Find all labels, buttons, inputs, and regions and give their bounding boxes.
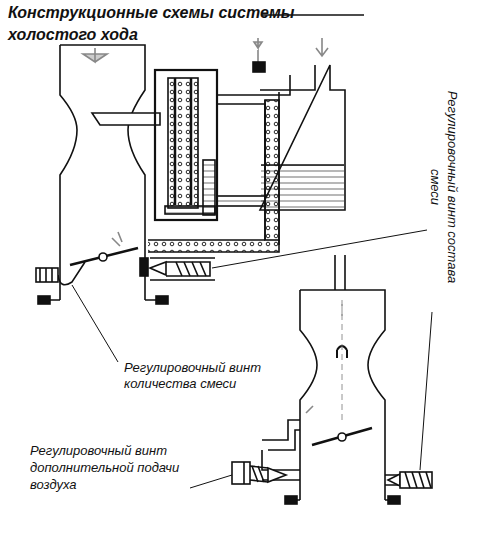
- screw-label: Регулировочный винт состава смеси: [427, 87, 461, 287]
- screw-label: Регулировочный винт количества смеси: [124, 360, 289, 392]
- screw-label: Регулировочный винт дополнительной подач…: [30, 442, 190, 493]
- diagram-title: Конструкционные схемы системы холостого …: [8, 2, 338, 46]
